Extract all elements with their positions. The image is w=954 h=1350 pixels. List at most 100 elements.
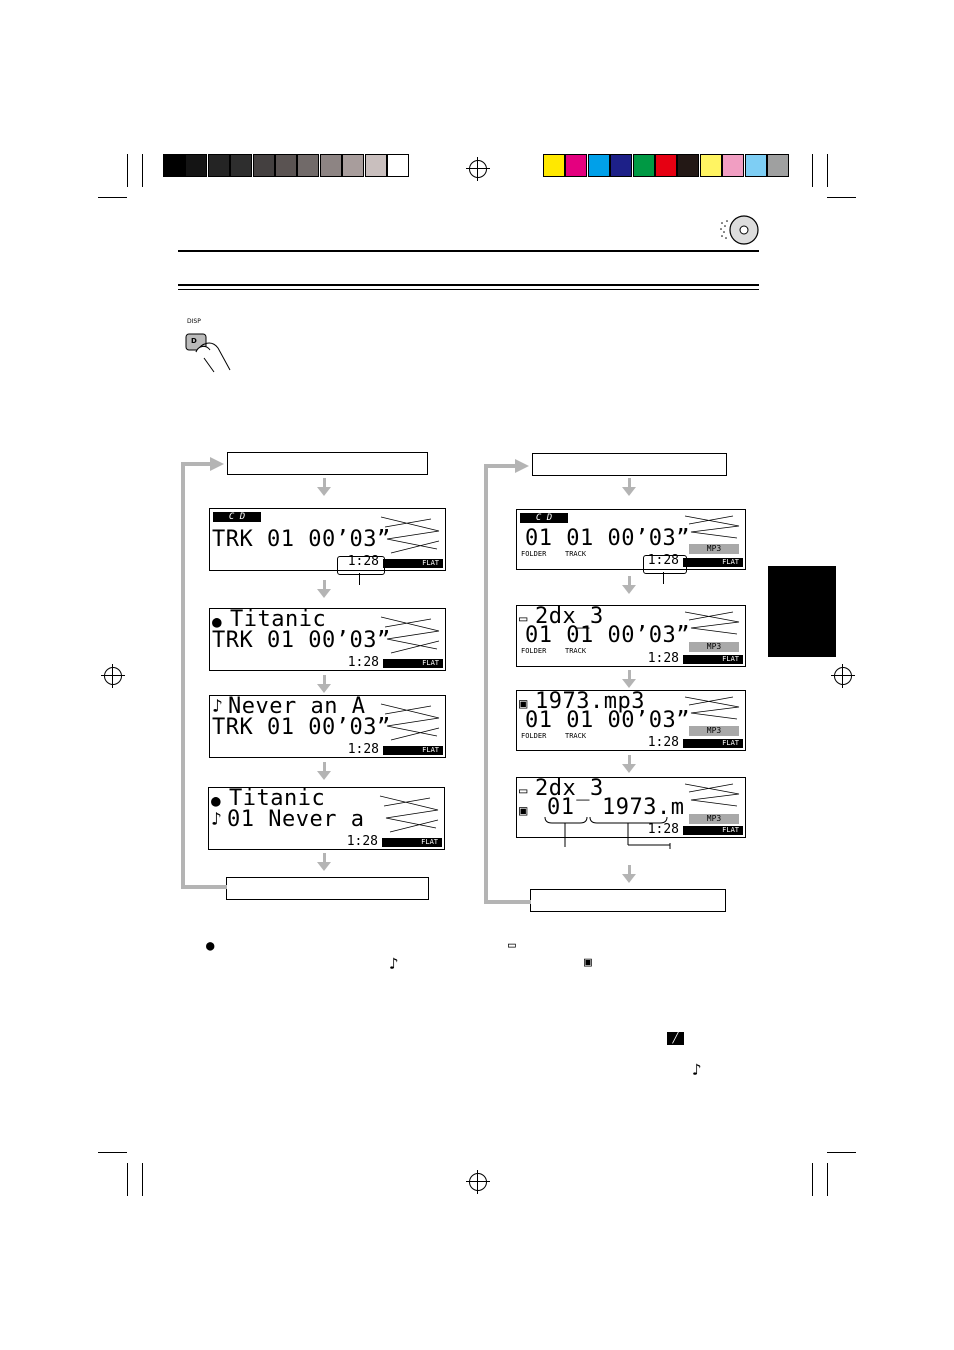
color-swatch	[319, 154, 342, 177]
remaining-time: 1:28	[647, 651, 679, 666]
color-swatch	[252, 154, 275, 177]
registration-mark-right	[831, 664, 855, 688]
remaining-time: 1:28	[347, 742, 379, 757]
track-label: TRACK	[565, 647, 587, 655]
arrow-stem	[628, 576, 631, 586]
color-swatch	[364, 154, 387, 177]
file-icon: ▣	[519, 696, 528, 712]
folder-label: FOLDER	[521, 550, 547, 558]
color-swatch	[387, 154, 409, 177]
color-swatch	[275, 154, 297, 177]
arrow-stem	[323, 762, 326, 772]
color-swatch	[185, 154, 208, 177]
animation-graphic	[684, 611, 740, 635]
note-icon: ♪	[389, 954, 399, 973]
arrow-stem	[628, 670, 631, 680]
right-screen-4: ▭ 2dx_3 ▣ 01 1973.m MP3 1:28 FLAT	[516, 777, 746, 838]
color-swatch	[207, 154, 230, 177]
registration-mark-left	[101, 664, 125, 688]
screen-line-1: 2dx_3	[535, 605, 604, 629]
screen-line-2: 01 01 00’03”	[525, 708, 690, 733]
eq-indicator: FLAT	[383, 659, 443, 668]
header-rule-top	[178, 250, 759, 252]
color-swatch	[230, 154, 253, 177]
eq-indicator: FLAT	[383, 559, 443, 568]
time-highlight-box	[337, 556, 385, 575]
eq-indicator: FLAT	[383, 746, 443, 755]
eq-indicator: FLAT	[683, 558, 743, 567]
registration-mark-top	[466, 157, 490, 181]
left-loop-bottom	[181, 885, 227, 889]
disp-key-letter: D	[191, 337, 197, 345]
left-screen-4: ● Titanic ♪ 01 Never a 1:28 FLAT	[208, 787, 445, 850]
note-icon: ♪	[692, 1060, 702, 1079]
remaining-time: 1:28	[647, 822, 679, 837]
screen-line-2: 01 Never a	[227, 807, 365, 832]
down-arrow-icon	[622, 679, 636, 688]
animation-graphic	[380, 703, 440, 741]
animation-graphic	[684, 696, 740, 720]
arrow-stem	[628, 865, 631, 875]
slash-box-icon: ╱	[667, 1032, 684, 1045]
right-loop-arrowhead	[515, 459, 529, 473]
animation-graphic	[684, 783, 740, 807]
registration-mark-bottom	[466, 1170, 490, 1194]
format-indicator: MP3	[689, 726, 739, 736]
screen-line-2: TRK 01 00’03”	[212, 527, 391, 552]
color-swatch	[163, 154, 185, 177]
screen-line-1: 2dx_3	[535, 777, 604, 801]
color-swatch	[587, 154, 610, 177]
header-rule-thin	[178, 289, 759, 290]
down-arrow-icon	[317, 589, 331, 598]
disc-icon: ●	[211, 791, 222, 810]
disc-icon: ●	[206, 938, 215, 954]
screen-line-1: 1973.mp3	[535, 690, 645, 714]
animation-graphic	[684, 515, 740, 539]
time-callout-line	[663, 572, 664, 584]
eq-indicator: FLAT	[683, 655, 743, 664]
remaining-time: 1:28	[647, 735, 679, 750]
screen-line-2: 01 1973.m	[547, 795, 685, 820]
folder-icon: ▭	[519, 611, 528, 627]
right-loop-line	[484, 464, 488, 904]
arrow-stem	[323, 478, 326, 488]
right-screen-3: ▣ 1973.mp3 01 01 00’03” FOLDER TRACK MP3…	[516, 690, 746, 751]
field-brackets	[544, 816, 671, 849]
down-arrow-icon	[317, 487, 331, 496]
folder-label: FOLDER	[521, 732, 547, 740]
left-screen-2: ● Titanic TRK 01 00’03” 1:28 FLAT	[209, 608, 446, 671]
disp-label: DISP	[187, 318, 201, 325]
down-arrow-icon	[317, 771, 331, 780]
color-swatch	[297, 154, 320, 177]
right-flow-bottom-box	[530, 889, 726, 912]
color-swatch	[767, 154, 789, 177]
right-screen-2: ▭ 2dx_3 01 01 00’03” FOLDER TRACK MP3 1:…	[516, 605, 746, 667]
track-label: TRACK	[565, 550, 587, 558]
right-flow-top-box	[532, 453, 727, 476]
color-swatch	[744, 154, 767, 177]
down-arrow-icon	[317, 862, 331, 871]
disp-button-illustration[interactable]: DISP D	[182, 318, 242, 374]
cd-indicator: C D	[520, 513, 568, 523]
color-swatch	[543, 154, 565, 177]
screen-line-2: 01 01 00’03”	[525, 526, 690, 551]
animation-graphic	[379, 795, 439, 833]
arrow-stem	[323, 853, 326, 863]
color-swatch	[610, 154, 633, 177]
animation-graphic	[380, 516, 440, 554]
down-arrow-icon	[317, 684, 331, 693]
section-tab	[768, 566, 836, 657]
file-icon: ▣	[519, 803, 528, 819]
down-arrow-icon	[622, 487, 636, 496]
folder-label: FOLDER	[521, 647, 547, 655]
right-screen-1: C D 01 01 00’03” FOLDER TRACK MP3 1:28 F…	[516, 509, 746, 570]
left-loop-arrowhead	[210, 457, 224, 471]
eq-indicator: FLAT	[382, 838, 442, 847]
cd-indicator: C D	[213, 512, 261, 522]
folder-icon: ▭	[519, 783, 528, 799]
screen-line-1: Never an A	[228, 695, 366, 719]
format-indicator: MP3	[689, 814, 739, 824]
time-highlight-box	[643, 555, 687, 574]
left-loop-top	[181, 462, 213, 466]
color-swatch	[655, 154, 677, 177]
